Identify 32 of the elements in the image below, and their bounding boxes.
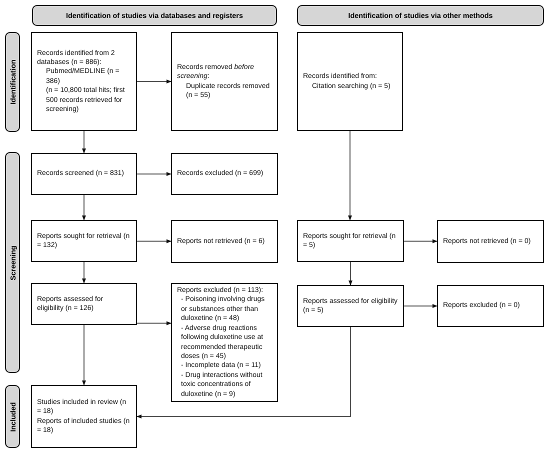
- process-box: [437, 285, 544, 327]
- process-box: [31, 32, 137, 131]
- arrow: [136, 172, 172, 176]
- process-box: [171, 32, 278, 131]
- section-header: [32, 5, 277, 26]
- arrow: [404, 239, 438, 244]
- arrow: [136, 326, 351, 418]
- section-header: [297, 5, 544, 26]
- arrow: [82, 130, 86, 154]
- process-box: [31, 220, 137, 262]
- process-box: [297, 32, 403, 131]
- arrow: [136, 321, 172, 326]
- process-box: [31, 385, 137, 448]
- arrow: [82, 194, 86, 220]
- process-box: [171, 283, 278, 402]
- process-box: [437, 220, 544, 263]
- arrow: [136, 80, 172, 84]
- arrow: [348, 130, 352, 220]
- process-box: [31, 283, 137, 325]
- process-box: [31, 153, 137, 195]
- process-box: [297, 220, 404, 262]
- process-box: [171, 153, 278, 195]
- arrow: [348, 262, 352, 286]
- process-box: [171, 220, 278, 263]
- process-box: [297, 285, 404, 327]
- arrow: [404, 304, 438, 308]
- arrow: [82, 262, 86, 284]
- phase-band: [5, 32, 20, 132]
- arrow: [82, 324, 86, 386]
- phase-band: [5, 385, 20, 448]
- arrow: [136, 239, 172, 244]
- phase-band: [5, 152, 20, 373]
